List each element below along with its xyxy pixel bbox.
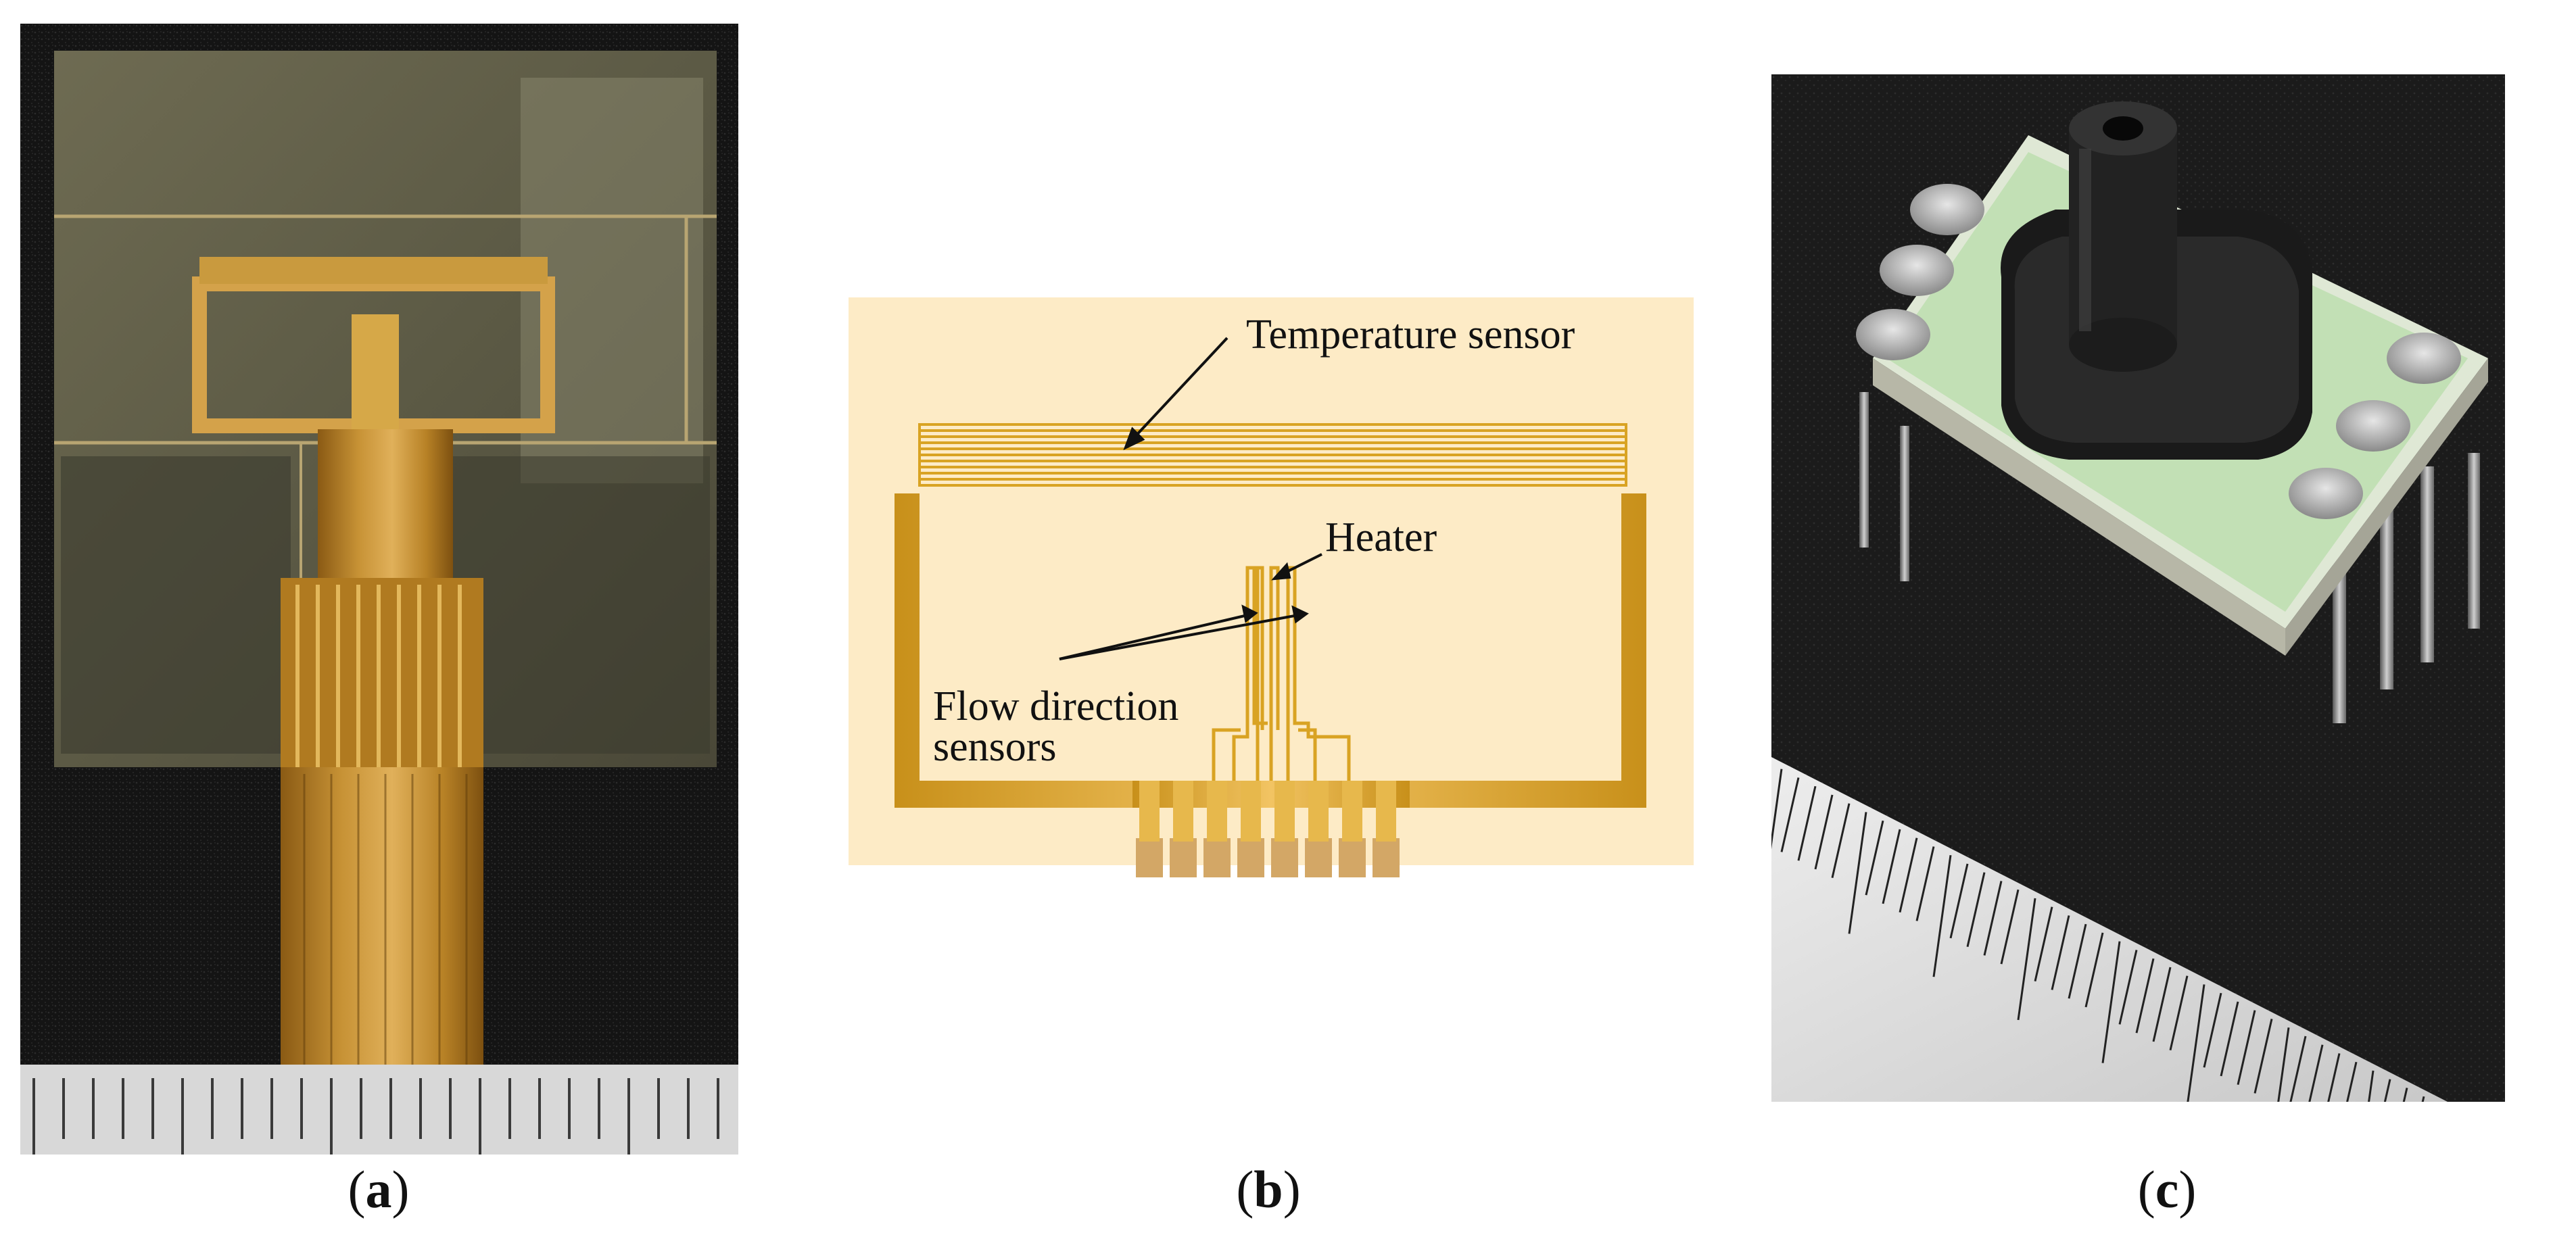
ruler-tick: [1932, 854, 1952, 977]
ruler-tick: [2051, 915, 2070, 990]
ruler-tick: [1899, 837, 1918, 913]
pressure-sensor-photo: [1763, 74, 2505, 1193]
ruler-tick: [1949, 863, 1969, 939]
caption-a: (a): [348, 1160, 410, 1219]
ruler-tick: [2237, 1010, 2256, 1085]
ruler-tick: [1915, 846, 1935, 921]
ruler-tick: [1831, 803, 1851, 878]
ruler-tick: [2169, 975, 2189, 1050]
label-sensors: sensors: [933, 724, 1057, 770]
ruler-tick: [1848, 812, 1867, 934]
caption-c: (c): [2137, 1160, 2197, 1219]
ruler-tick: [2000, 889, 2020, 965]
ruler-tick: [1797, 785, 1817, 861]
ruler-tick: [2253, 1019, 2273, 1094]
ruler-tick: [2186, 984, 2205, 1107]
ruler-tick: [2068, 923, 2087, 999]
ruler-tick: [2034, 906, 2053, 981]
ruler-tick: [1882, 829, 1901, 904]
ruler-tick: [1814, 794, 1834, 870]
flexible-sensor-photo: [20, 24, 738, 1155]
panel-c-photo: [1763, 74, 2505, 1193]
ruler-ticks-a: [32, 1078, 719, 1155]
ruler-tick: [2084, 932, 2104, 1008]
ruler-tick: [2101, 941, 2121, 1063]
temperature-sensor-meander: [918, 423, 1627, 487]
panel-a-photo: [20, 24, 738, 1155]
ruler-tick: [2203, 992, 2222, 1068]
ruler-tick: [1780, 777, 1800, 852]
heater-and-flow-sensors: [1212, 566, 1351, 781]
caption-b: (b): [1236, 1160, 1301, 1219]
contact-pads: [1136, 838, 1400, 877]
ruler-tick: [2287, 1036, 2307, 1111]
panel-b-diagram: Temperature sensor Heater Flow direction…: [849, 297, 1694, 879]
ruler-tick: [1865, 820, 1884, 896]
ruler-tick: [2017, 898, 2036, 1021]
label-heater: Heater: [1325, 514, 1437, 560]
ruler-tick: [2152, 967, 2172, 1042]
ruler-tick: [2135, 958, 2155, 1034]
sensor-layout-diagram: Temperature sensor Heater Flow direction…: [849, 297, 1694, 877]
annotation-arrows: [1059, 337, 1322, 660]
label-temperature-sensor: Temperature sensor: [1246, 312, 1575, 358]
label-flow-direction: Flow direction: [933, 683, 1178, 729]
ruler-tick: [2220, 1001, 2239, 1077]
ruler-tick: [2118, 950, 2138, 1025]
ruler-tick: [1966, 872, 1986, 947]
ruler-tick: [1983, 881, 2003, 956]
contact-fingers: [1139, 781, 1396, 842]
